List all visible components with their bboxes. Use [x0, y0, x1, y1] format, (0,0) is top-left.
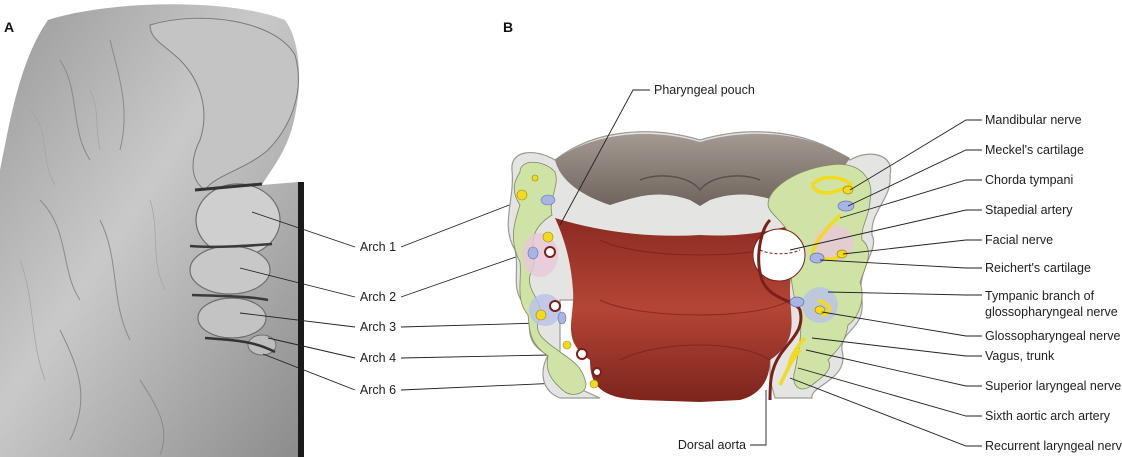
- label-vagus-trunk: Vagus, trunk: [985, 349, 1055, 363]
- embryo-micrograph: [0, 4, 304, 457]
- leader-mandibular-nerve: [849, 119, 982, 191]
- label-chorda-tympani: Chorda tympani: [985, 173, 1073, 187]
- pharyngeal-section-illustration: [507, 131, 892, 402]
- leader-arch-3-a: [239, 312, 356, 328]
- panel-b: B: [503, 19, 1122, 453]
- leader-pharyngeal-pouch: [559, 89, 650, 226]
- leader-recurrent-laryngeal: [789, 377, 982, 447]
- panel-a: A Arch 1 Arch 2: [0, 4, 583, 457]
- leader-stapedial-artery: [789, 209, 982, 251]
- label-reicherts-cartilage: Reichert's cartilage: [985, 261, 1091, 275]
- label-pharyngeal-pouch: Pharyngeal pouch: [654, 83, 755, 97]
- leader-tympanic-branch: [827, 291, 982, 296]
- label-arch-1: Arch 1: [360, 240, 396, 254]
- label-arch-2: Arch 2: [360, 290, 396, 304]
- leader-arch-2-b: [400, 251, 531, 298]
- label-arch-3: Arch 3: [360, 320, 396, 334]
- label-tympanic-branch-line1: Tympanic branch of: [985, 289, 1095, 303]
- leader-arch-4-a: [267, 337, 356, 359]
- label-meckels-cartilage: Meckel's cartilage: [985, 143, 1084, 157]
- label-arch-6: Arch 6: [360, 383, 396, 397]
- leader-arch-1-a: [251, 211, 356, 248]
- label-recurrent-laryngeal-nerve: Recurrent laryngeal nerve: [985, 439, 1122, 453]
- label-arch-4: Arch 4: [360, 351, 396, 365]
- panel-b-letter: B: [503, 19, 513, 35]
- leader-sixth-aortic-arch: [797, 367, 982, 417]
- leader-glossopharyngeal-nerve: [821, 311, 982, 337]
- label-tympanic-branch-line2: glossopharyngeal nerve: [985, 305, 1118, 319]
- leader-reicherts-cartilage: [819, 259, 982, 269]
- label-facial-nerve: Facial nerve: [985, 233, 1053, 247]
- label-mandibular-nerve: Mandibular nerve: [985, 113, 1082, 127]
- leader-facial-nerve: [842, 239, 982, 255]
- label-superior-laryngeal-nerve: Superior laryngeal nerve: [985, 379, 1121, 393]
- panel-a-letter: A: [4, 19, 14, 35]
- label-stapedial-artery: Stapedial artery: [985, 203, 1073, 217]
- label-dorsal-aorta: Dorsal aorta: [678, 438, 746, 452]
- leader-dorsal-aorta: [750, 390, 767, 446]
- leader-arch-2-a: [239, 267, 356, 298]
- leader-arch-3-b: [400, 322, 541, 328]
- leader-arch-4-b: [400, 354, 551, 359]
- label-sixth-aortic-arch-artery: Sixth aortic arch artery: [985, 409, 1111, 423]
- label-glossopharyngeal-nerve: Glossopharyngeal nerve: [985, 329, 1121, 343]
- leader-superior-laryngeal: [805, 349, 982, 387]
- leader-meckels-cartilage: [847, 149, 982, 207]
- leader-arch-6-a: [262, 353, 356, 391]
- leader-chorda-tympani: [839, 179, 982, 219]
- leader-vagus-trunk: [811, 337, 982, 357]
- leader-arch-1-b: [400, 199, 523, 248]
